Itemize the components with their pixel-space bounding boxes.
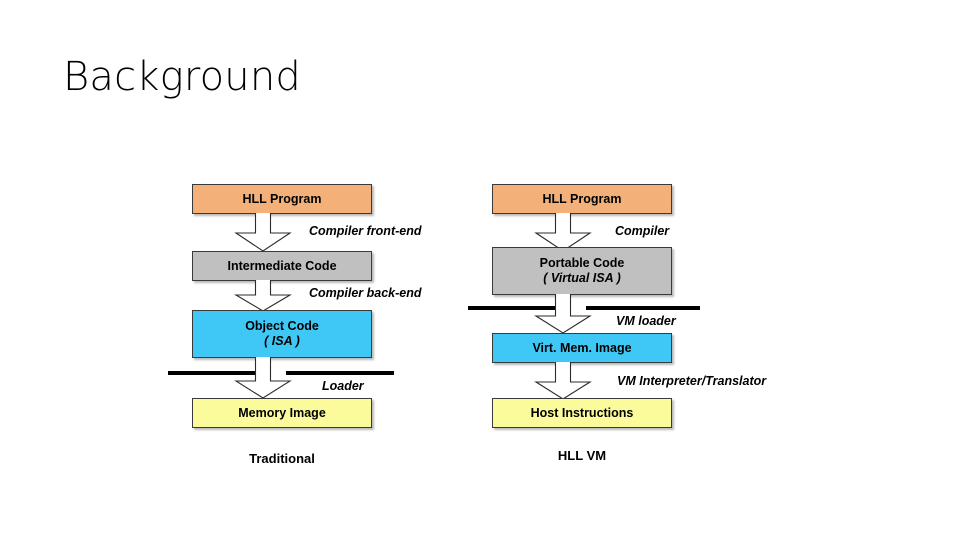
- trad-intermediate-code-box: Intermediate Code: [192, 251, 372, 281]
- vm-portable-code-box: Portable Code ( Virtual ISA ): [492, 247, 672, 295]
- vm-host-instructions-box: Host Instructions: [492, 398, 672, 428]
- vm-boundary-rule-left: [468, 306, 556, 310]
- vm-virt-mem-image-box: Virt. Mem. Image: [492, 333, 672, 363]
- vm-boundary-rule-right: [586, 306, 700, 310]
- trad-boundary-rule-right: [286, 371, 394, 375]
- trad-intermediate-code-label: Intermediate Code: [227, 258, 337, 273]
- trad-arrow-compiler-back-end: [228, 280, 298, 312]
- vm-virt-mem-image-label: Virt. Mem. Image: [532, 340, 632, 355]
- vm-column-caption: HLL VM: [557, 448, 607, 463]
- vm-portable-code-sublabel: ( Virtual ISA ): [543, 271, 621, 285]
- vm-label-vm-loader: VM loader: [616, 314, 676, 328]
- trad-boundary-rule-left: [168, 371, 256, 375]
- trad-memory-image-label: Memory Image: [238, 405, 326, 420]
- trad-label-loader: Loader: [322, 379, 364, 393]
- trad-memory-image-box: Memory Image: [192, 398, 372, 428]
- vm-host-instructions-label: Host Instructions: [530, 405, 634, 420]
- trad-arrow-loader: [228, 357, 298, 399]
- trad-arrow-compiler-front-end: [228, 213, 298, 252]
- trad-object-code-sublabel: ( ISA ): [264, 334, 300, 348]
- trad-hll-program-box: HLL Program: [192, 184, 372, 214]
- vm-arrow-interpreter: [528, 362, 598, 400]
- vm-hll-program-box: HLL Program: [492, 184, 672, 214]
- vm-hll-program-label: HLL Program: [542, 191, 622, 206]
- vm-label-interpreter: VM Interpreter/Translator: [617, 374, 767, 388]
- trad-object-code-box: Object Code ( ISA ): [192, 310, 372, 358]
- trad-column-caption: Traditional: [249, 451, 315, 466]
- trad-label-compiler-back-end: Compiler back-end: [309, 286, 422, 300]
- vm-arrow-vm-loader: [528, 294, 598, 334]
- page-title: Background: [63, 54, 301, 100]
- trad-hll-program-label: HLL Program: [242, 191, 322, 206]
- trad-object-code-label: Object Code: [245, 319, 319, 333]
- vm-portable-code-label: Portable Code: [539, 256, 625, 270]
- vm-label-compiler: Compiler: [615, 224, 670, 238]
- trad-label-compiler-front-end: Compiler front-end: [309, 224, 422, 238]
